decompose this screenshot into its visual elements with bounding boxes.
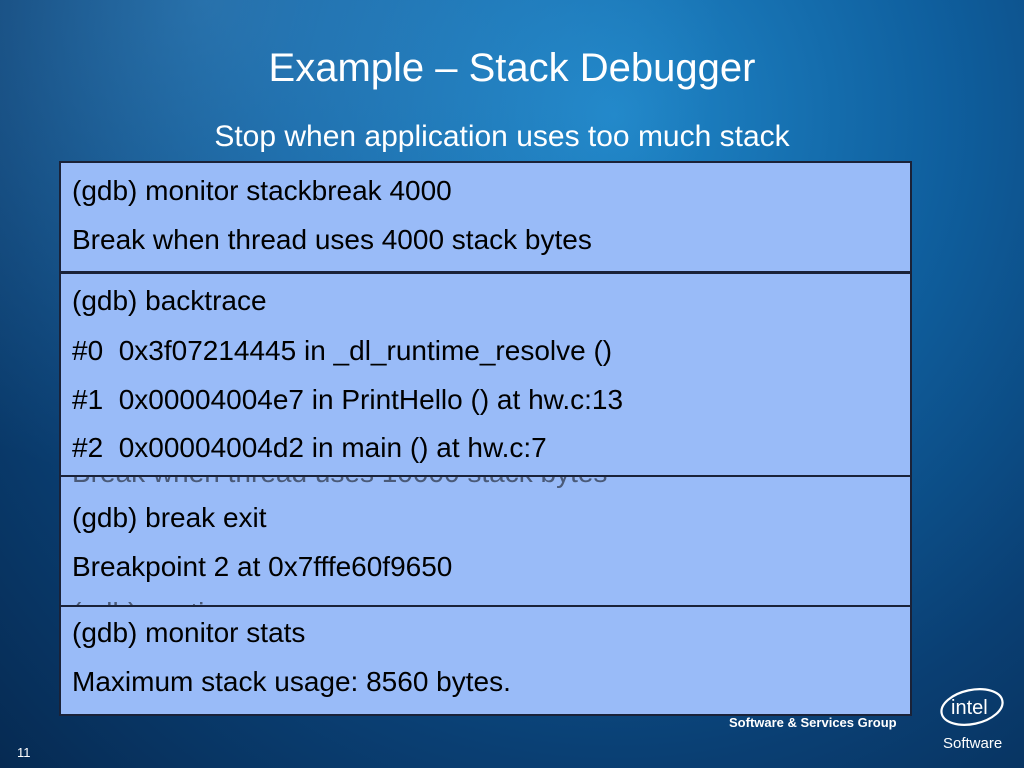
code-line: #0 0x3f07214445 in _dl_runtime_resolve (… xyxy=(72,335,613,366)
code-line: Maximum stack usage: 8560 bytes. xyxy=(72,666,511,697)
page-number: 11 xyxy=(17,745,31,760)
code-line: Breakpoint 2 at 0x7fffe60f9650 xyxy=(72,551,453,582)
code-box-stackbreak: (gdb) monitor stackbreak 4000 Break when… xyxy=(59,161,912,273)
code-line: Break when thread uses 4000 stack bytes xyxy=(72,224,592,255)
code-line-overflow: (gdb) continue xyxy=(72,597,251,605)
code-line: #1 0x00004004e7 in PrintHello () at hw.c… xyxy=(72,384,624,415)
intel-logo-text: intel xyxy=(951,697,988,719)
code-line: (gdb) monitor stackbreak 4000 xyxy=(72,175,452,206)
code-line: (gdb) break exit xyxy=(72,502,267,533)
code-box-backtrace: (gdb) backtrace #0 0x3f07214445 in _dl_r… xyxy=(59,272,912,477)
slide-subtitle: Stop when application uses too much stac… xyxy=(214,120,790,153)
code-box-stats: (gdb) monitor stats Maximum stack usage:… xyxy=(59,605,912,716)
code-line: (gdb) monitor stats xyxy=(72,617,306,648)
code-line: (gdb) backtrace xyxy=(72,285,267,316)
intel-logo-icon: intel xyxy=(940,688,1004,726)
slide-title: Example – Stack Debugger xyxy=(268,46,756,90)
footer-group-label: Software & Services Group xyxy=(729,715,897,730)
intel-logo-subtitle: Software xyxy=(943,735,1003,752)
code-box-break-exit: Break when thread uses 10000 stack bytes… xyxy=(59,455,912,607)
code-line: #2 0x00004004d2 in main () at hw.c:7 xyxy=(72,432,547,463)
